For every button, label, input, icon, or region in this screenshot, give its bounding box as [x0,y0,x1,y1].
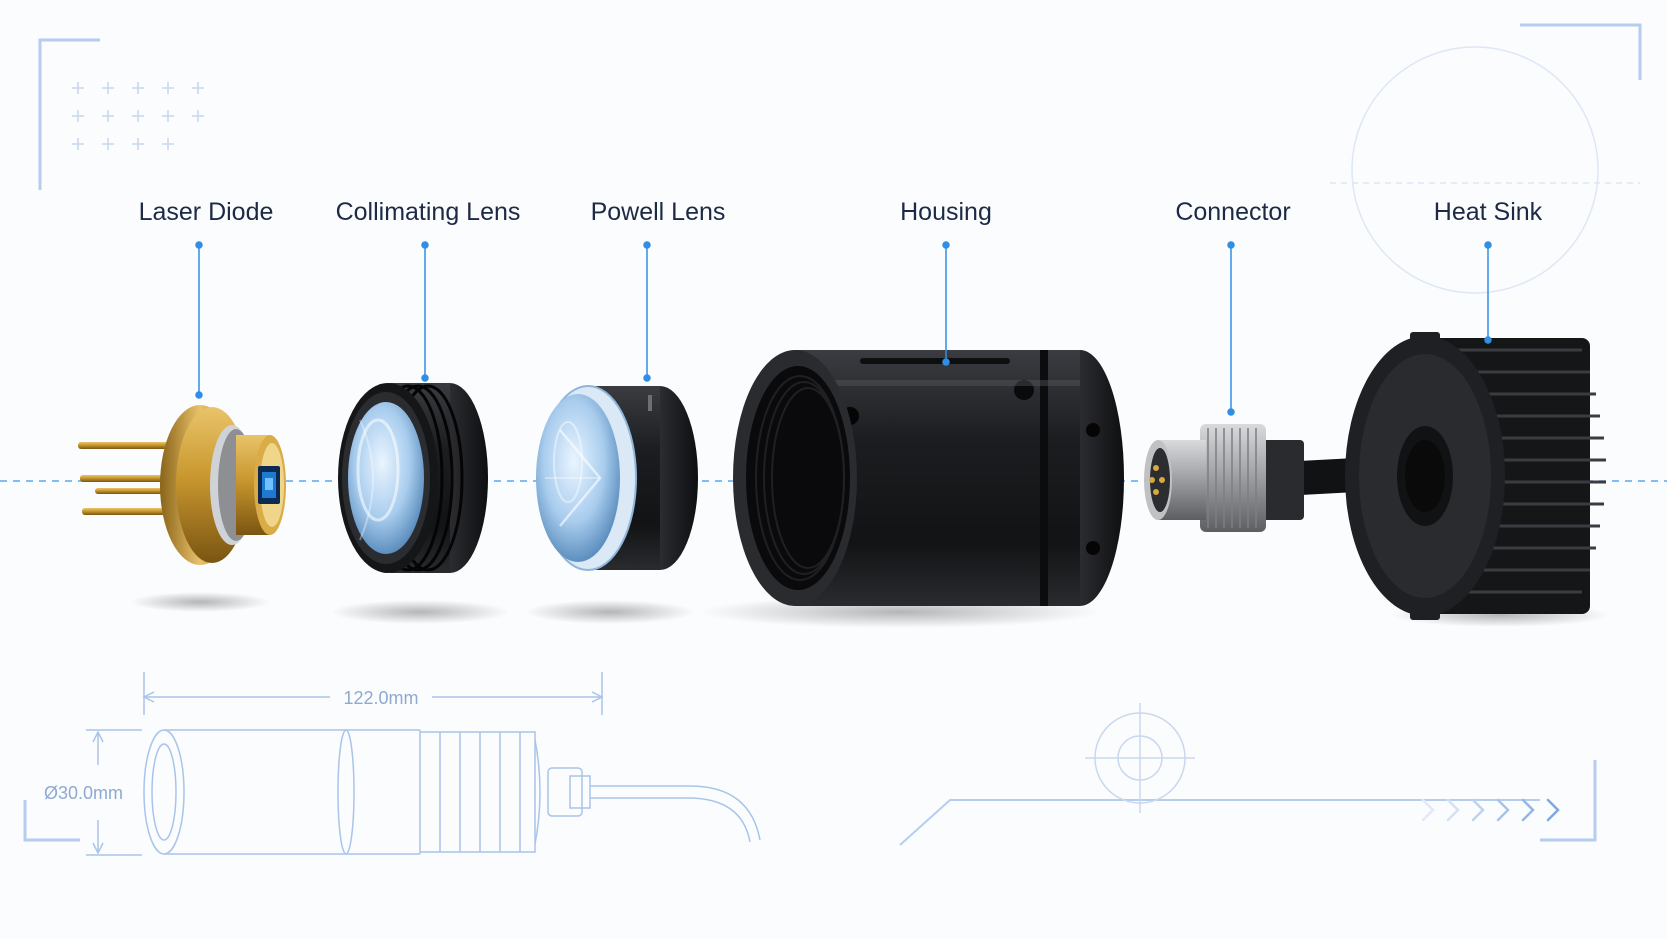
blueprint-sketch [86,672,761,856]
dimension-diameter: Ø30.0mm [44,783,123,803]
housing-part [700,350,1124,628]
laser-diode-part [78,405,286,612]
dimension-length: 122.0mm [343,688,418,708]
leader-lines [195,241,1492,416]
chevron-arrows-icon [1421,798,1560,822]
label-laser-diode: Laser Diode [139,198,274,226]
blueprint-frame [23,23,1642,846]
label-collimating-lens: Collimating Lens [336,198,521,226]
label-housing: Housing [900,198,992,226]
decorative-circle [1330,46,1640,294]
powell-lens-part [525,385,698,624]
label-heat-sink: Heat Sink [1434,198,1543,226]
decorative-plus-grid [72,82,204,150]
crosshair-icon [1085,703,1195,813]
collimating-lens-part [330,383,510,624]
heat-sink-part [1345,332,1610,627]
component-labels: Laser Diode Collimating Lens Powell Lens… [139,198,1543,226]
label-connector: Connector [1175,198,1290,226]
label-powell-lens: Powell Lens [591,198,726,226]
